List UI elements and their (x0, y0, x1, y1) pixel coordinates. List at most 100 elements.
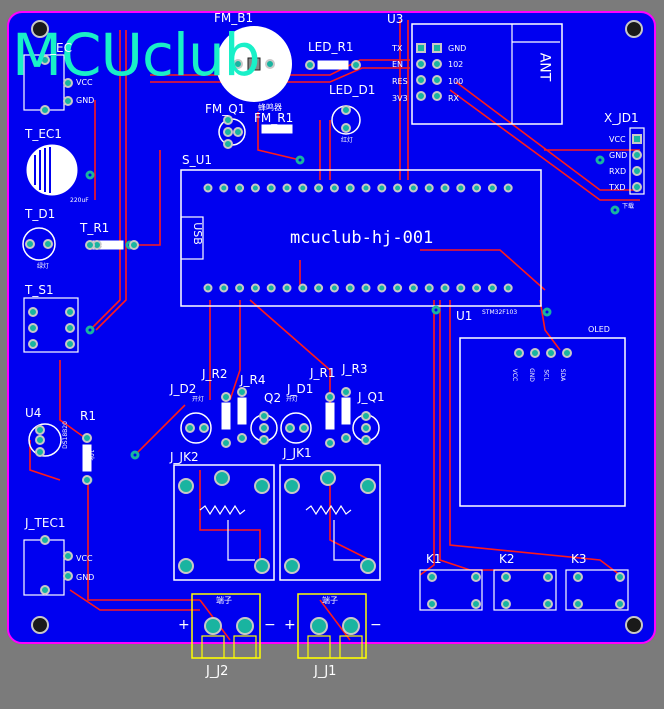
oled-pin (562, 348, 572, 358)
board-outline (7, 11, 656, 644)
antenna-trace (511, 24, 560, 124)
mcu-top-pin (456, 183, 466, 193)
mcu-bottom-pin (377, 283, 387, 293)
button-pin (427, 599, 437, 609)
mcu-top-pin (503, 183, 513, 193)
mcu-bottom-pin (456, 283, 466, 293)
pads (25, 43, 642, 635)
label-led-d1: LED_D1 (329, 83, 376, 97)
switch-pin (65, 307, 75, 317)
mcu-top-pin (487, 183, 497, 193)
u3-pin-en: EN (392, 60, 404, 69)
label-s-u1: S_U1 (182, 153, 213, 167)
component-pin (325, 392, 335, 402)
mcu-bottom-pin (219, 283, 229, 293)
mcu-bottom-pin (314, 283, 324, 293)
mcu-top-pin (424, 183, 434, 193)
label-oled: OLED (588, 325, 610, 334)
component-pin (259, 423, 269, 433)
mcu-top-pin (393, 183, 403, 193)
mcu-top-pin (235, 183, 245, 193)
label-fm-q1: FM_Q1 (205, 102, 246, 116)
component-pin (237, 433, 247, 443)
component-pin (35, 425, 45, 435)
wifi-pin (432, 91, 442, 101)
header-pin-gnd: GND (609, 151, 628, 160)
component-pin (223, 139, 233, 149)
component-pin (35, 447, 45, 457)
oled-pin-scl: SCL (542, 369, 550, 381)
terminal-pin (204, 617, 222, 635)
header-pin (632, 166, 642, 176)
switch-pin (28, 323, 38, 333)
sensor-part: DS18B20 (61, 421, 69, 449)
label-j-d2: J_D2 (170, 382, 197, 396)
wifi-module-outline (411, 23, 563, 125)
u3-pin-res: RES (392, 77, 408, 86)
label-u4: U4 (25, 406, 42, 420)
label-fm-r1: FM_R1 (254, 111, 294, 125)
label-buzzer-cn: 蜂鸣器 (258, 103, 282, 112)
wifi-pin (416, 43, 426, 53)
mcu-bottom-pin (282, 283, 292, 293)
component-pin (223, 127, 233, 137)
relay-pin (360, 478, 376, 494)
mcu-bottom-pin (408, 283, 418, 293)
relay-pin (360, 558, 376, 574)
wifi-pin (432, 75, 442, 85)
mcu-bottom-pin (266, 283, 276, 293)
terminal-j1-outline (297, 593, 367, 659)
label-j-r2: J_R2 (202, 367, 228, 381)
component-pin (233, 59, 243, 69)
download-label-cn: 下载 (622, 203, 635, 210)
oled-pin-sda: SDA (559, 368, 567, 382)
switch-pin (28, 307, 38, 317)
label-t-ec1: T_EC1 (25, 127, 62, 141)
label-j-jk1: J_JK1 (283, 446, 312, 460)
j-j1-minus: − (370, 617, 382, 633)
component-pin (63, 571, 73, 581)
label-j-tec1: J_TEC1 (25, 516, 66, 530)
component-pin (43, 239, 53, 249)
relay-pin (178, 478, 194, 494)
header-pin-vcc: VCC (609, 135, 626, 144)
mcu-top-pin (266, 183, 276, 193)
button-pin (543, 599, 553, 609)
component-pin (341, 387, 351, 397)
mcu-top-pin (298, 183, 308, 193)
component-pin (361, 423, 371, 433)
button-pin (501, 572, 511, 582)
label-q2: Q2 (264, 391, 282, 405)
mounting-holes (31, 20, 643, 634)
j-j2-plus: + (178, 617, 190, 633)
button-pin (615, 599, 625, 609)
button-pin (427, 572, 437, 582)
component-pin (237, 387, 247, 397)
label-j-j1: J_J1 (314, 664, 337, 679)
switch-pin (65, 323, 75, 333)
component-pin (82, 475, 92, 485)
relay-jk2-outline (173, 464, 275, 581)
tec-top-gnd: GND (76, 96, 95, 105)
mcu-top-pin (472, 183, 482, 193)
mcu-bottom-pin (440, 283, 450, 293)
usb-outline (180, 216, 204, 260)
tec-top-vcc: VCC (76, 78, 93, 87)
j-j2-minus: − (264, 617, 276, 633)
mcu-top-pin (329, 183, 339, 193)
oled-pin (514, 348, 524, 358)
terminal-j1-cn: 端子 (322, 596, 338, 605)
mcu-top-pin (377, 183, 387, 193)
component-pin (259, 435, 269, 445)
oled-pin-vcc: VCC (511, 368, 519, 382)
mcu-top-pin (203, 183, 213, 193)
terminal-j2-outline (191, 593, 261, 659)
mcu-top-pin (314, 183, 324, 193)
label-r1: R1 (80, 409, 96, 423)
relay-pin (320, 470, 336, 486)
u3-pin-100: 100 (448, 77, 464, 86)
r1-value: 10k (87, 449, 95, 461)
wifi-pin (432, 43, 442, 53)
label-t-r1: T_R1 (80, 221, 110, 235)
